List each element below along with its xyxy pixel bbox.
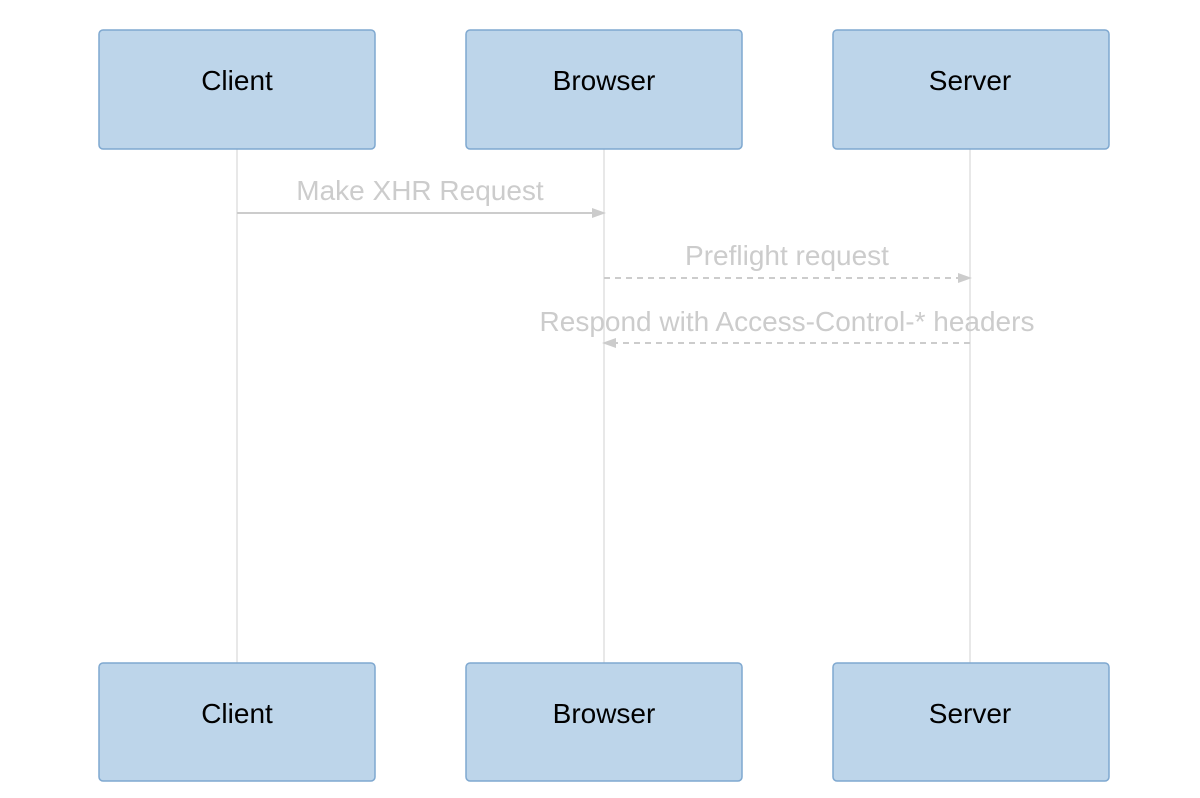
actor-client-top: Client	[98, 29, 376, 150]
actor-box	[98, 29, 376, 150]
actor-label: Client	[201, 65, 273, 96]
message-make-xhr-request: Make XHR Request	[237, 175, 606, 218]
actor-server-bottom: Server	[832, 662, 1110, 782]
actor-label: Client	[201, 698, 273, 729]
actor-box	[832, 662, 1110, 782]
actor-browser-top: Browser	[465, 29, 743, 150]
actor-server-top: Server	[832, 29, 1110, 150]
actor-label: Server	[929, 65, 1011, 96]
actor-label: Server	[929, 698, 1011, 729]
actor-client-bottom: Client	[98, 662, 376, 782]
actor-label: Browser	[553, 65, 656, 96]
message-preflight-request: Preflight request	[604, 240, 972, 283]
actor-box	[832, 29, 1110, 150]
actor-box	[98, 662, 376, 782]
arrowhead-icon	[602, 338, 616, 348]
actor-browser-bottom: Browser	[465, 662, 743, 782]
actor-box	[465, 29, 743, 150]
arrowhead-icon	[592, 208, 606, 218]
message-label: Make XHR Request	[296, 175, 544, 206]
actor-box	[465, 662, 743, 782]
message-label: Preflight request	[685, 240, 889, 271]
actor-label: Browser	[553, 698, 656, 729]
arrowhead-icon	[958, 273, 972, 283]
message-label: Respond with Access-Control-* headers	[540, 306, 1035, 337]
message-respond-headers: Respond with Access-Control-* headers	[540, 306, 1035, 348]
